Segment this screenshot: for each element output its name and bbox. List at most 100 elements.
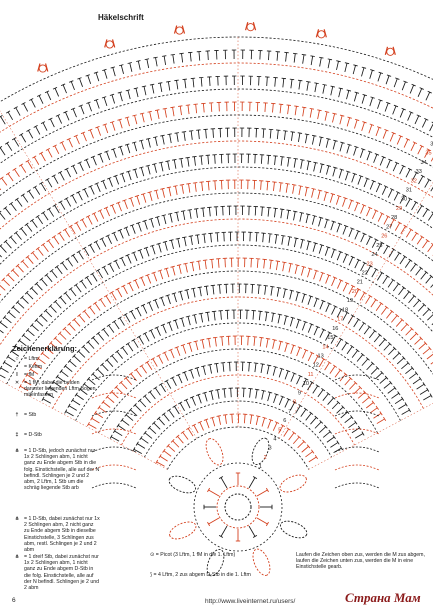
stitch-mark — [311, 188, 315, 198]
stitch-mark-cap — [283, 288, 288, 290]
stitch-mark-cap — [168, 348, 173, 352]
stitch-mark-cap — [48, 117, 53, 121]
stitch-mark — [405, 367, 413, 375]
stitch-mark — [339, 142, 343, 152]
stitch-mark-cap — [185, 104, 191, 106]
stitch-mark-cap — [180, 210, 186, 212]
stitch-mark-cap — [125, 89, 131, 92]
stitch-mark-cap — [375, 366, 380, 370]
stitch-mark — [191, 397, 196, 406]
stitch-mark — [202, 208, 205, 218]
stitch-mark-cap — [311, 187, 316, 190]
stitch-mark-cap — [412, 294, 417, 298]
stitch-mark — [36, 283, 43, 291]
stitch-mark — [0, 293, 2, 296]
stitch-mark — [335, 195, 340, 205]
stitch-mark — [341, 342, 348, 351]
stitch-mark — [130, 311, 136, 320]
stitch-mark-cap — [343, 224, 349, 228]
stitch-mark — [34, 186, 41, 195]
round-3-stitch-cap — [207, 521, 211, 527]
stitch-mark-cap — [426, 387, 430, 392]
stitch-mark — [127, 343, 134, 352]
stitch-mark — [126, 117, 130, 127]
stitch-mark — [222, 362, 225, 372]
chain-arc — [0, 166, 433, 265]
stitch-mark — [70, 288, 77, 297]
stitch-mark — [15, 345, 23, 352]
stitch-mark-cap — [26, 189, 31, 193]
stitch-mark-cap — [34, 281, 39, 286]
stitch-mark — [389, 132, 395, 142]
stitch-mark — [191, 262, 195, 272]
stitch-mark-cap — [185, 315, 191, 318]
stitch-mark-cap — [189, 395, 195, 399]
stitch-mark-cap — [161, 55, 167, 57]
stitch-mark — [197, 130, 200, 140]
stitch-mark-cap — [48, 341, 53, 345]
stitch-mark — [422, 308, 430, 317]
stitch-mark — [83, 383, 92, 390]
stitch-mark-cap — [385, 274, 390, 278]
stitch-mark-cap — [326, 138, 331, 140]
round-3-stitch — [220, 477, 228, 489]
stitch-mark-cap — [284, 315, 289, 317]
stitch-mark-cap — [95, 367, 100, 371]
stitch-mark — [247, 336, 249, 346]
edge-cluster — [173, 25, 186, 34]
stitch-mark-cap — [188, 235, 194, 237]
stitch-mark — [318, 358, 325, 368]
stitch-mark — [378, 339, 386, 347]
stitch-mark — [255, 416, 259, 426]
stitch-mark — [125, 314, 131, 323]
stitch-mark — [359, 149, 364, 158]
stitch-mark-cap — [210, 416, 215, 419]
stitch-mark-cap — [139, 112, 145, 115]
stitch-mark — [89, 244, 95, 253]
stitch-mark — [218, 415, 221, 425]
stitch-mark — [27, 256, 34, 264]
stitch-mark — [0, 147, 6, 156]
stitch-mark — [411, 202, 417, 211]
stitch-mark-cap — [141, 85, 147, 88]
stitch-mark — [318, 244, 323, 254]
treble-crochet-icon: ‡ — [15, 432, 19, 438]
stitch-mark — [305, 412, 312, 421]
stitch-mark — [176, 132, 179, 142]
stitch-mark — [27, 329, 35, 337]
stitch-mark-cap — [190, 287, 196, 290]
stitch-mark — [361, 67, 365, 77]
stitch-mark — [305, 451, 313, 458]
stitch-mark-cap — [283, 130, 288, 132]
stitch-mark-cap — [315, 325, 320, 329]
stitch-mark-cap — [312, 214, 317, 217]
stitch-mark — [377, 72, 382, 82]
stitch-mark-cap — [377, 333, 382, 337]
stitch-mark-cap — [187, 342, 192, 345]
round-number: 5 — [278, 427, 281, 433]
center-ring — [224, 493, 252, 521]
stitch-mark — [61, 262, 68, 271]
stitch-mark-cap — [52, 86, 58, 90]
stitch-mark — [358, 322, 365, 331]
stitch-mark-cap — [354, 420, 358, 425]
stitch-mark — [149, 391, 156, 400]
stitch-mark — [164, 108, 167, 118]
stitch-mark-cap — [131, 251, 136, 254]
stitch-mark — [88, 423, 97, 429]
stitch-mark-cap — [413, 262, 418, 266]
stitch-mark-cap — [64, 409, 68, 414]
stitch-mark — [93, 213, 99, 222]
stitch-mark — [106, 396, 115, 403]
stitch-mark — [340, 411, 348, 419]
stitch-mark-cap — [315, 384, 320, 388]
stitch-mark — [305, 214, 309, 224]
stitch-mark-cap — [173, 185, 178, 187]
stitch-mark — [298, 133, 301, 143]
stitch-mark — [411, 232, 418, 241]
stitch-mark-cap — [52, 144, 57, 148]
stitch-mark — [325, 138, 329, 148]
stitch-mark-cap — [386, 101, 391, 105]
stitch-mark — [59, 232, 65, 241]
stitch-mark — [336, 338, 342, 348]
